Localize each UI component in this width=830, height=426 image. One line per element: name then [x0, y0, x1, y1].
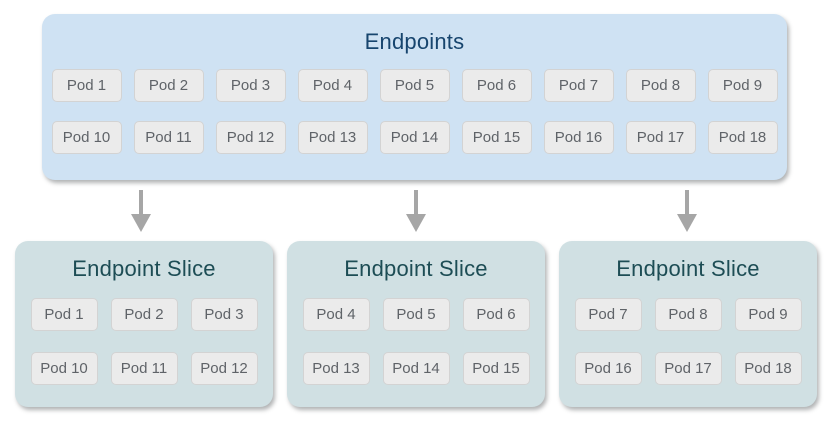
slice-pod-row-1: Pod 1 Pod 2 Pod 3 [15, 298, 273, 331]
pod-box: Pod 13 [302, 352, 370, 385]
pod-box: Pod 1 [51, 69, 122, 102]
pod-box: Pod 16 [543, 121, 614, 154]
pod-box: Pod 5 [379, 69, 450, 102]
endpoint-slice-box-1: Endpoint Slice Pod 1 Pod 2 Pod 3 Pod 10 … [15, 241, 273, 407]
arrow-shaft [414, 190, 418, 215]
pod-box: Pod 14 [382, 352, 450, 385]
pod-box: Pod 1 [30, 298, 98, 331]
pod-box: Pod 9 [707, 69, 778, 102]
pod-box: Pod 8 [654, 298, 722, 331]
pod-box: Pod 12 [215, 121, 286, 154]
endpoints-title: Endpoints [364, 29, 465, 54]
endpoints-pod-row-2: Pod 10 Pod 11 Pod 12 Pod 13 Pod 14 Pod 1… [42, 121, 787, 154]
pod-box: Pod 14 [379, 121, 450, 154]
endpoints-pod-row-1: Pod 1 Pod 2 Pod 3 Pod 4 Pod 5 Pod 6 Pod … [42, 69, 787, 102]
pod-box: Pod 10 [30, 352, 98, 385]
pod-box: Pod 8 [625, 69, 696, 102]
pod-box: Pod 6 [462, 298, 530, 331]
pod-box: Pod 18 [734, 352, 802, 385]
arrow-head [131, 214, 151, 232]
pod-box: Pod 5 [382, 298, 450, 331]
pod-box: Pod 7 [543, 69, 614, 102]
arrow-down-icon [406, 190, 426, 232]
arrow-shaft [685, 190, 689, 215]
endpoint-slice-title: Endpoint Slice [344, 256, 488, 281]
pod-box: Pod 2 [133, 69, 204, 102]
pod-box: Pod 7 [574, 298, 642, 331]
arrow-shaft [139, 190, 143, 215]
pod-box: Pod 15 [461, 121, 532, 154]
slice-pod-row-1: Pod 7 Pod 8 Pod 9 [559, 298, 817, 331]
pod-box: Pod 17 [654, 352, 722, 385]
pod-box: Pod 17 [625, 121, 696, 154]
pod-box: Pod 10 [51, 121, 122, 154]
arrow-head [677, 214, 697, 232]
pod-box: Pod 6 [461, 69, 532, 102]
endpoint-slice-box-3: Endpoint Slice Pod 7 Pod 8 Pod 9 Pod 16 … [559, 241, 817, 407]
pod-box: Pod 12 [190, 352, 258, 385]
arrow-down-icon [677, 190, 697, 232]
pod-box: Pod 2 [110, 298, 178, 331]
endpoint-slice-title: Endpoint Slice [72, 256, 216, 281]
slice-pod-row-1: Pod 4 Pod 5 Pod 6 [287, 298, 545, 331]
slice-pod-row-2: Pod 13 Pod 14 Pod 15 [287, 352, 545, 385]
slice-pod-row-2: Pod 16 Pod 17 Pod 18 [559, 352, 817, 385]
pod-box: Pod 3 [215, 69, 286, 102]
pod-box: Pod 11 [110, 352, 178, 385]
endpoint-slice-title: Endpoint Slice [616, 256, 760, 281]
pod-box: Pod 4 [302, 298, 370, 331]
pod-box: Pod 9 [734, 298, 802, 331]
pod-box: Pod 16 [574, 352, 642, 385]
pod-box: Pod 15 [462, 352, 530, 385]
endpoints-box: Endpoints Pod 1 Pod 2 Pod 3 Pod 4 Pod 5 … [42, 14, 787, 180]
arrow-head [406, 214, 426, 232]
pod-box: Pod 18 [707, 121, 778, 154]
pod-box: Pod 4 [297, 69, 368, 102]
pod-box: Pod 11 [133, 121, 204, 154]
pod-box: Pod 13 [297, 121, 368, 154]
endpoint-slice-box-2: Endpoint Slice Pod 4 Pod 5 Pod 6 Pod 13 … [287, 241, 545, 407]
slice-pod-row-2: Pod 10 Pod 11 Pod 12 [15, 352, 273, 385]
arrow-down-icon [131, 190, 151, 232]
pod-box: Pod 3 [190, 298, 258, 331]
